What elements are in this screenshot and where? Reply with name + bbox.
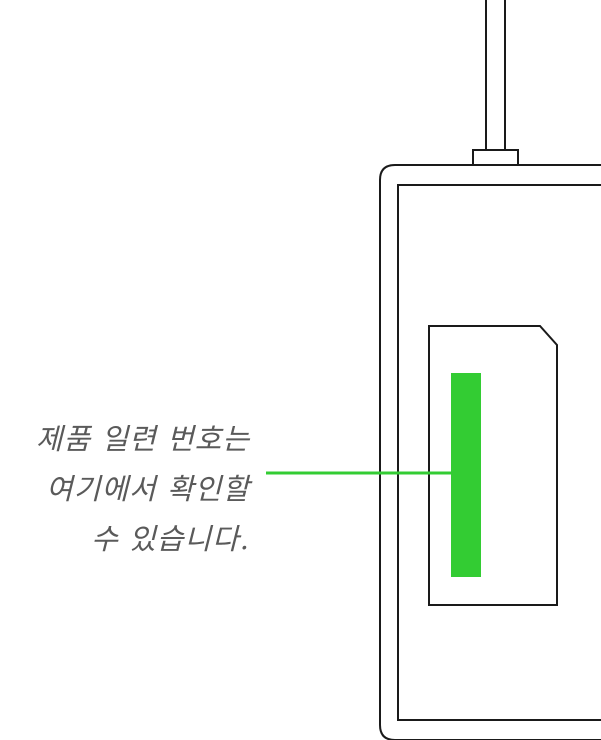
cable-connector xyxy=(472,149,519,167)
callout-line-1: 제품 일련 번호는 xyxy=(35,422,250,456)
callout-line-2: 여기에서 확인할 xyxy=(46,472,250,506)
cable xyxy=(485,0,506,150)
serial-number-callout: 제품 일련 번호는 여기에서 확인할 수 있습니다. xyxy=(0,414,250,564)
serial-number-highlight xyxy=(451,373,481,577)
callout-line-3: 수 있습니다. xyxy=(91,522,250,556)
serial-label-area xyxy=(428,325,558,606)
device-inner-panel xyxy=(397,184,601,721)
